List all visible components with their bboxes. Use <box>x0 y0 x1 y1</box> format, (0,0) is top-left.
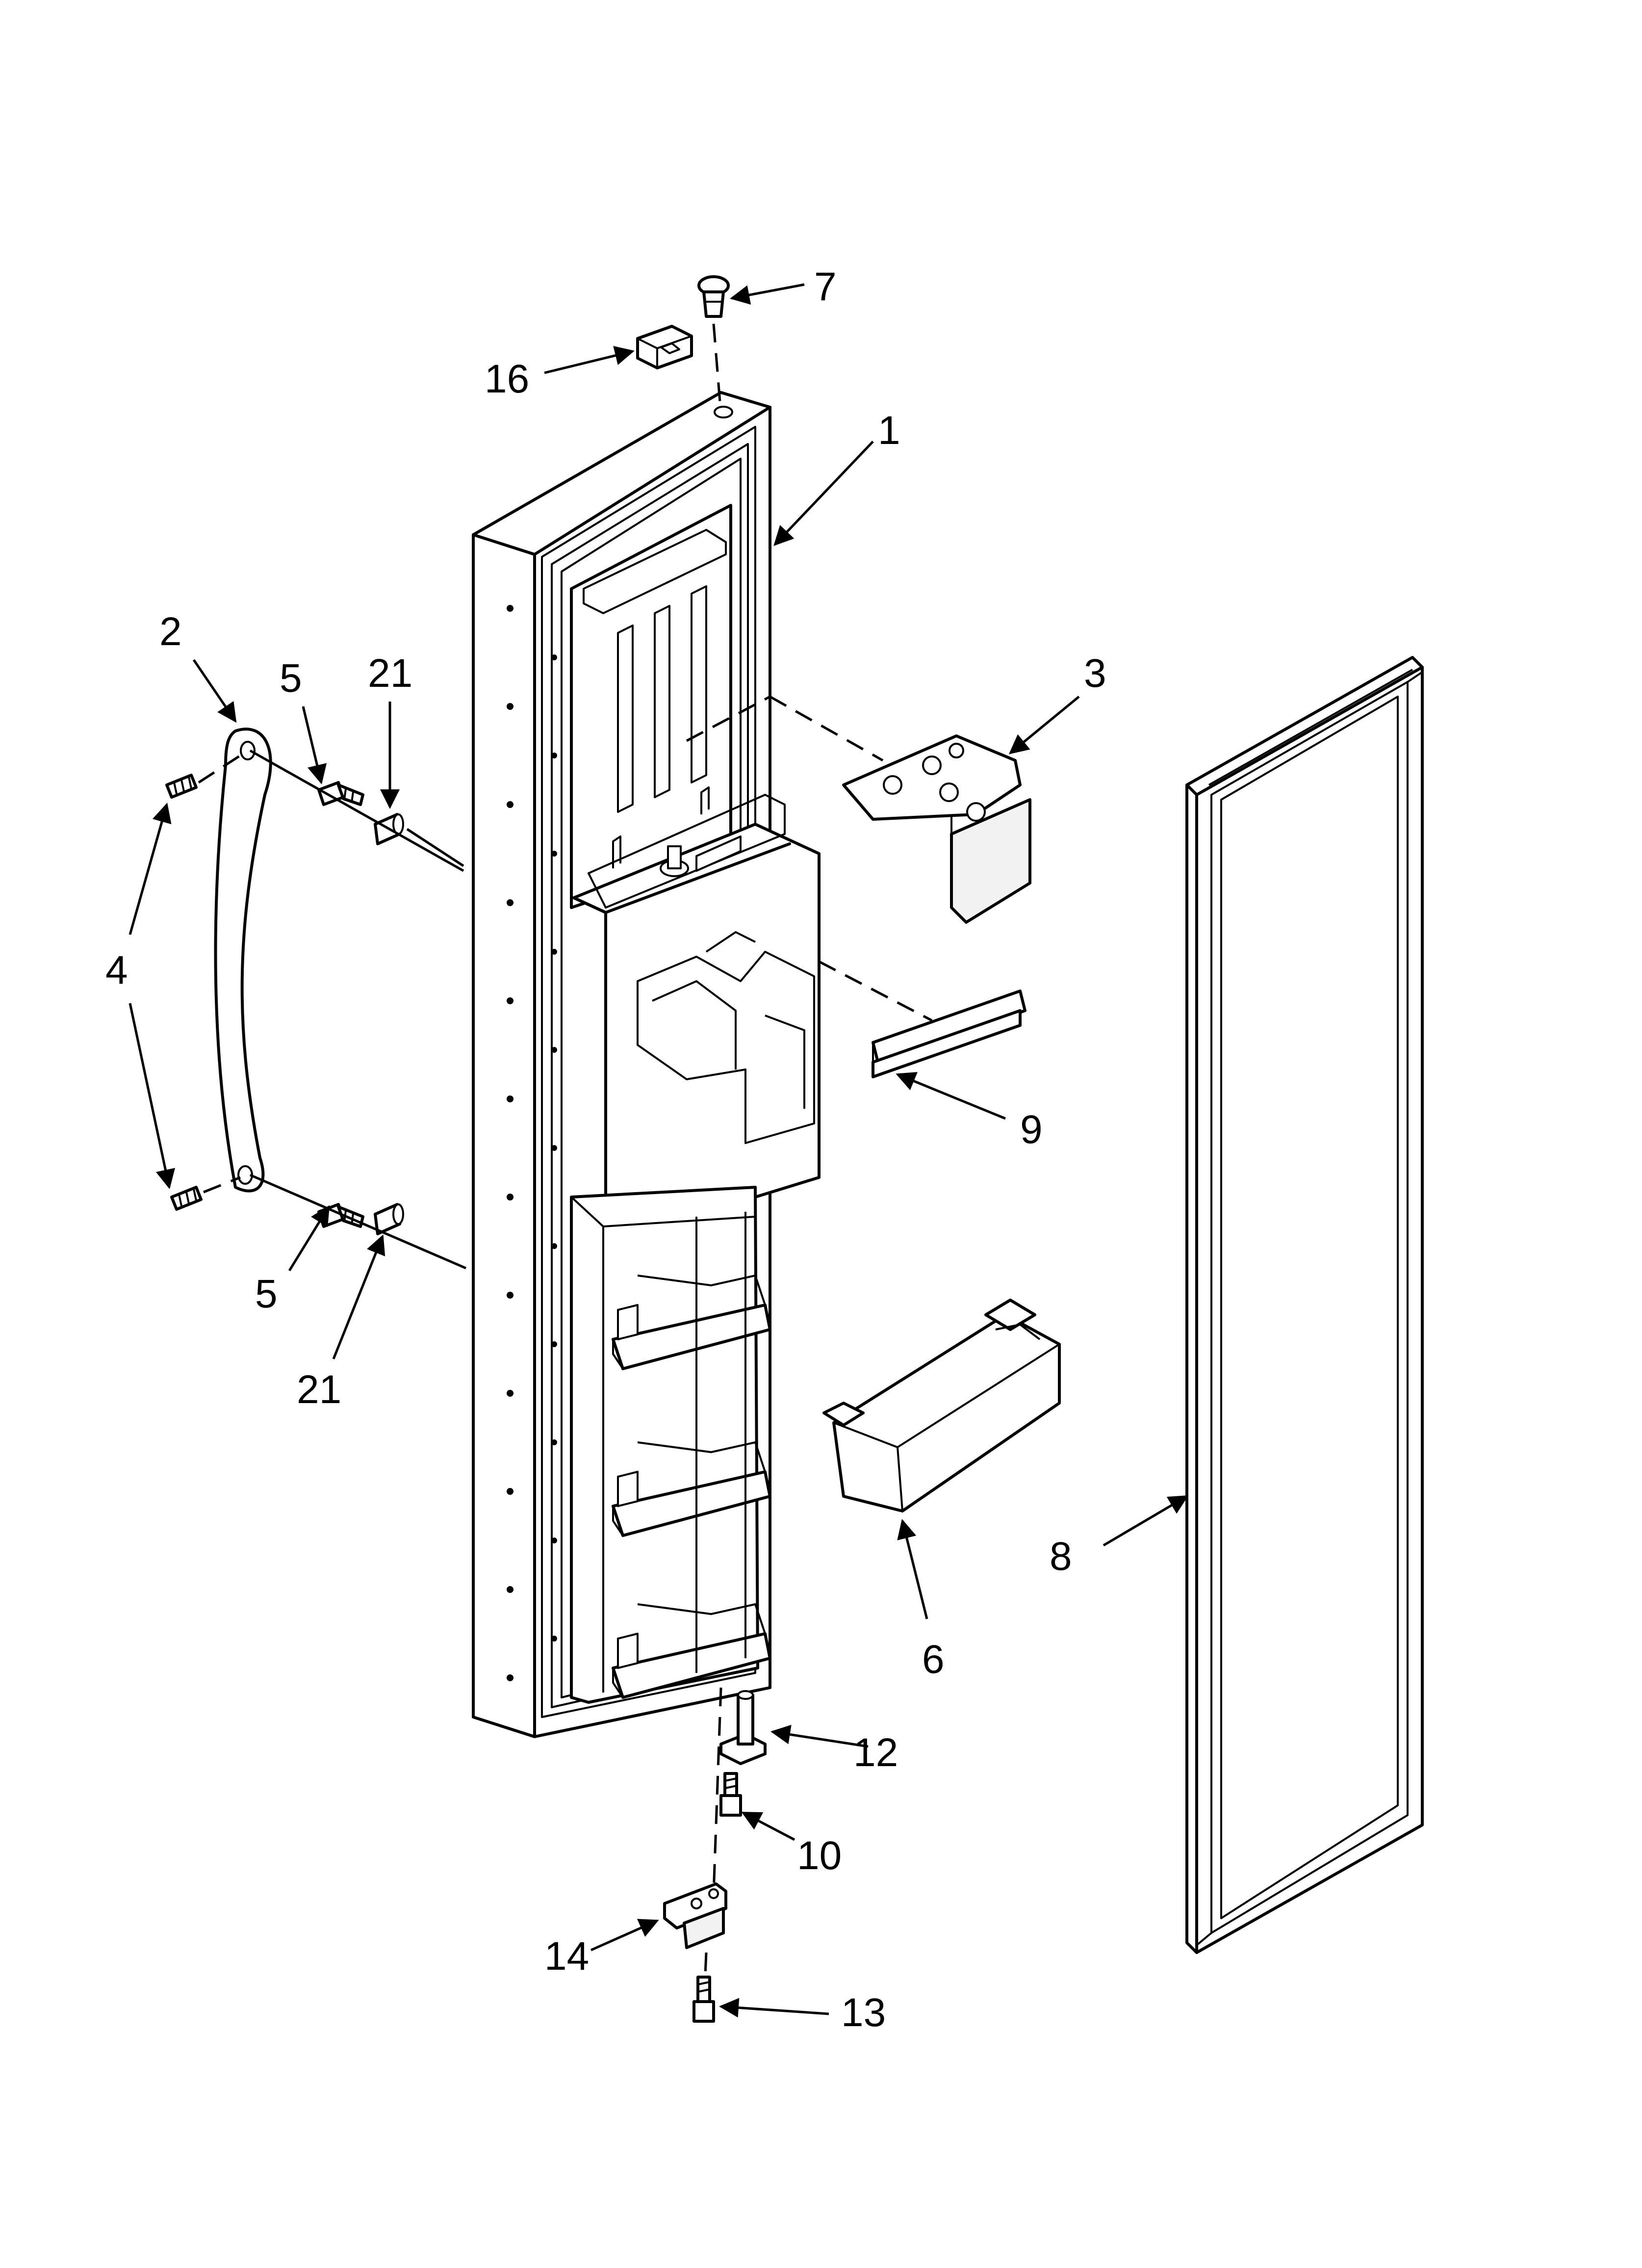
axis-line-bottom <box>250 1173 466 1270</box>
leader-4-top <box>128 803 172 935</box>
dashed-axis-9 <box>818 960 933 1022</box>
leader-21-bottom <box>332 1234 385 1359</box>
part-10-screw <box>719 1772 742 1817</box>
dashed-axis-3 <box>686 695 771 742</box>
frame-holes <box>507 605 557 1681</box>
label-2: 2 <box>159 609 182 654</box>
part-4-screw-bottom <box>170 1186 203 1211</box>
leader-12 <box>770 1724 869 1748</box>
part-4-screw-top <box>165 774 198 799</box>
label-6: 6 <box>922 1637 945 1682</box>
dashed-axis-3b <box>769 695 884 762</box>
leader-2 <box>192 659 237 723</box>
label-16: 16 <box>485 357 529 401</box>
label-13: 13 <box>841 1990 886 2035</box>
dashed-axis-13 <box>704 1952 708 1975</box>
part-12-hinge-pin <box>719 1690 767 1765</box>
leader-13 <box>719 1998 829 2018</box>
label-14: 14 <box>544 1934 589 1979</box>
leader-16 <box>544 346 635 374</box>
part-9-strip <box>872 990 1026 1078</box>
label-5a: 5 <box>280 656 302 701</box>
label-9: 9 <box>1020 1107 1043 1152</box>
label-5b: 5 <box>255 1272 278 1316</box>
label-21a: 21 <box>368 651 412 696</box>
part-16-clip <box>636 325 693 369</box>
part-14-hinge-bracket <box>663 1882 727 1949</box>
leader-3 <box>1008 696 1080 755</box>
part-21-spacer-bottom <box>374 1203 404 1235</box>
leader-7 <box>730 283 805 305</box>
part-6-bin <box>822 1299 1061 1512</box>
leader-10 <box>741 1811 795 1841</box>
part-7-plug <box>697 275 730 318</box>
leader-14 <box>590 1919 659 1952</box>
leader-6 <box>897 1519 928 1619</box>
leader-1 <box>773 441 874 546</box>
axis-dash-top <box>406 828 464 867</box>
label-4: 4 <box>105 948 128 992</box>
dashed-axis-4-top <box>198 754 241 784</box>
dashed-axis-hinge <box>712 1687 722 1894</box>
leader-8 <box>1103 1495 1189 1547</box>
leader-5-top <box>302 706 327 784</box>
part-13-screw <box>693 1976 715 2023</box>
label-1: 1 <box>878 408 900 453</box>
part-8-gasket <box>1185 656 1424 1954</box>
leader-5-bottom <box>288 1205 330 1272</box>
label-10: 10 <box>797 1833 842 1878</box>
part-2-handle <box>214 728 272 1193</box>
leader-4-bottom <box>128 1003 176 1189</box>
label-3: 3 <box>1084 651 1106 696</box>
part-3-plate <box>842 734 1031 924</box>
label-12: 12 <box>853 1730 898 1775</box>
label-8: 8 <box>1050 1534 1072 1579</box>
label-21b: 21 <box>297 1367 341 1412</box>
dashed-axis-4-bottom <box>203 1176 241 1194</box>
dashed-axis-7 <box>712 323 721 403</box>
door-assembly <box>472 391 821 1738</box>
axis-line-top <box>249 749 464 872</box>
leader-9 <box>896 1072 1006 1120</box>
label-7: 7 <box>814 264 837 309</box>
